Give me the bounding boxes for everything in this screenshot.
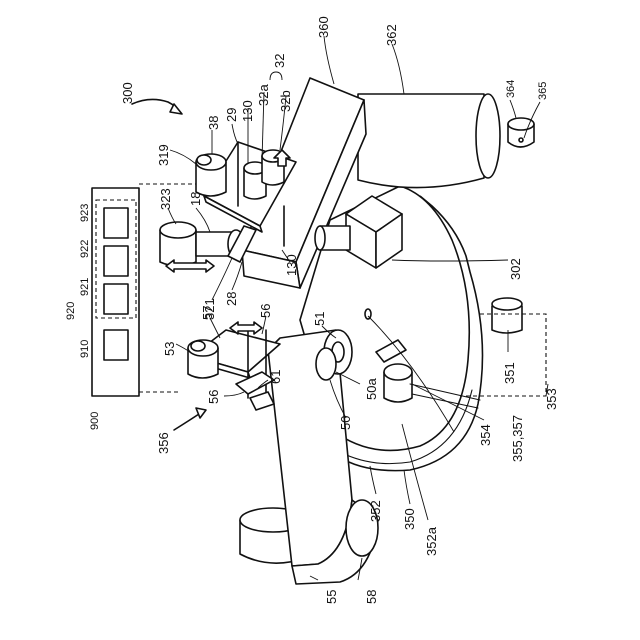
leader-18 bbox=[196, 208, 210, 232]
column-362 bbox=[358, 94, 484, 188]
label-38: 38 bbox=[206, 116, 221, 130]
puck-365-hole bbox=[519, 138, 523, 142]
lower-shaft-351-end bbox=[492, 298, 522, 310]
arrow-356 bbox=[174, 412, 202, 430]
memory-922-block bbox=[104, 246, 128, 276]
shaft-18 bbox=[196, 232, 232, 256]
label-355-357: 355,357 bbox=[510, 415, 525, 462]
leader-360 bbox=[324, 36, 334, 84]
leader-350 bbox=[404, 470, 410, 504]
label-356: 356 bbox=[156, 432, 171, 454]
label-29: 29 bbox=[224, 108, 239, 122]
puck-364-top bbox=[508, 118, 534, 130]
label-18: 18 bbox=[188, 192, 203, 206]
memory-923-block bbox=[104, 208, 128, 238]
label-323: 323 bbox=[158, 188, 173, 210]
label-57: 57 bbox=[200, 306, 215, 320]
label-920: 920 bbox=[65, 302, 77, 320]
label-362: 362 bbox=[384, 24, 399, 46]
label-32: 32 bbox=[272, 54, 287, 68]
label-130b: 130 bbox=[284, 254, 299, 276]
label-50a: 50a bbox=[364, 378, 379, 400]
label-302: 302 bbox=[508, 258, 523, 280]
arrow-300-head bbox=[170, 104, 182, 114]
label-353: 353 bbox=[544, 388, 559, 410]
bracket-56-lower bbox=[250, 392, 274, 410]
leader-362 bbox=[392, 44, 404, 94]
label-352: 352 bbox=[368, 500, 383, 522]
leader-57 bbox=[210, 318, 220, 338]
label-364: 364 bbox=[505, 80, 517, 98]
holder-323-top bbox=[160, 222, 196, 238]
sensor-354-top bbox=[384, 364, 412, 380]
label-28: 28 bbox=[224, 292, 239, 306]
motor-38-cap bbox=[197, 155, 211, 165]
label-350: 350 bbox=[402, 508, 417, 530]
label-365: 365 bbox=[537, 82, 549, 100]
leader-28 bbox=[232, 262, 242, 290]
label-910: 910 bbox=[79, 340, 91, 358]
arrow-356-head bbox=[196, 408, 206, 418]
label-900: 900 bbox=[89, 412, 101, 430]
column-362-top bbox=[476, 94, 500, 178]
motor-53-cap bbox=[191, 341, 205, 351]
processor-910-block bbox=[104, 330, 128, 360]
label-56a: 56 bbox=[258, 304, 273, 318]
label-360: 360 bbox=[316, 16, 331, 38]
label-50: 50 bbox=[338, 416, 353, 430]
leader-352 bbox=[370, 466, 376, 494]
leader-29 bbox=[232, 124, 238, 144]
label-58: 58 bbox=[364, 590, 379, 604]
label-922: 922 bbox=[79, 240, 91, 258]
label-51: 51 bbox=[312, 312, 327, 326]
label-354: 354 bbox=[478, 424, 493, 446]
label-923: 923 bbox=[79, 204, 91, 222]
leader-319 bbox=[170, 150, 196, 164]
label-32a: 32a bbox=[256, 84, 271, 106]
leader-56b bbox=[224, 392, 244, 396]
label-319: 319 bbox=[156, 144, 171, 166]
label-32b: 32b bbox=[278, 90, 293, 112]
memory-921-block bbox=[104, 284, 128, 314]
label-53: 53 bbox=[162, 342, 177, 356]
horizontal-arrow-57 bbox=[230, 322, 262, 334]
label-351: 351 bbox=[502, 362, 517, 384]
holder-302-pin-end bbox=[315, 226, 325, 250]
label-352a: 352a bbox=[424, 526, 439, 556]
label-130a: 130 bbox=[240, 100, 255, 122]
label-300: 300 bbox=[120, 82, 135, 104]
brace-32 bbox=[270, 72, 282, 80]
leader-364 bbox=[510, 100, 516, 118]
label-55: 55 bbox=[324, 590, 339, 604]
label-56b: 56 bbox=[206, 390, 221, 404]
label-921: 921 bbox=[79, 278, 91, 296]
roller-50a bbox=[316, 348, 336, 380]
label-61: 61 bbox=[268, 370, 283, 384]
lower-head-assembly bbox=[188, 322, 280, 410]
